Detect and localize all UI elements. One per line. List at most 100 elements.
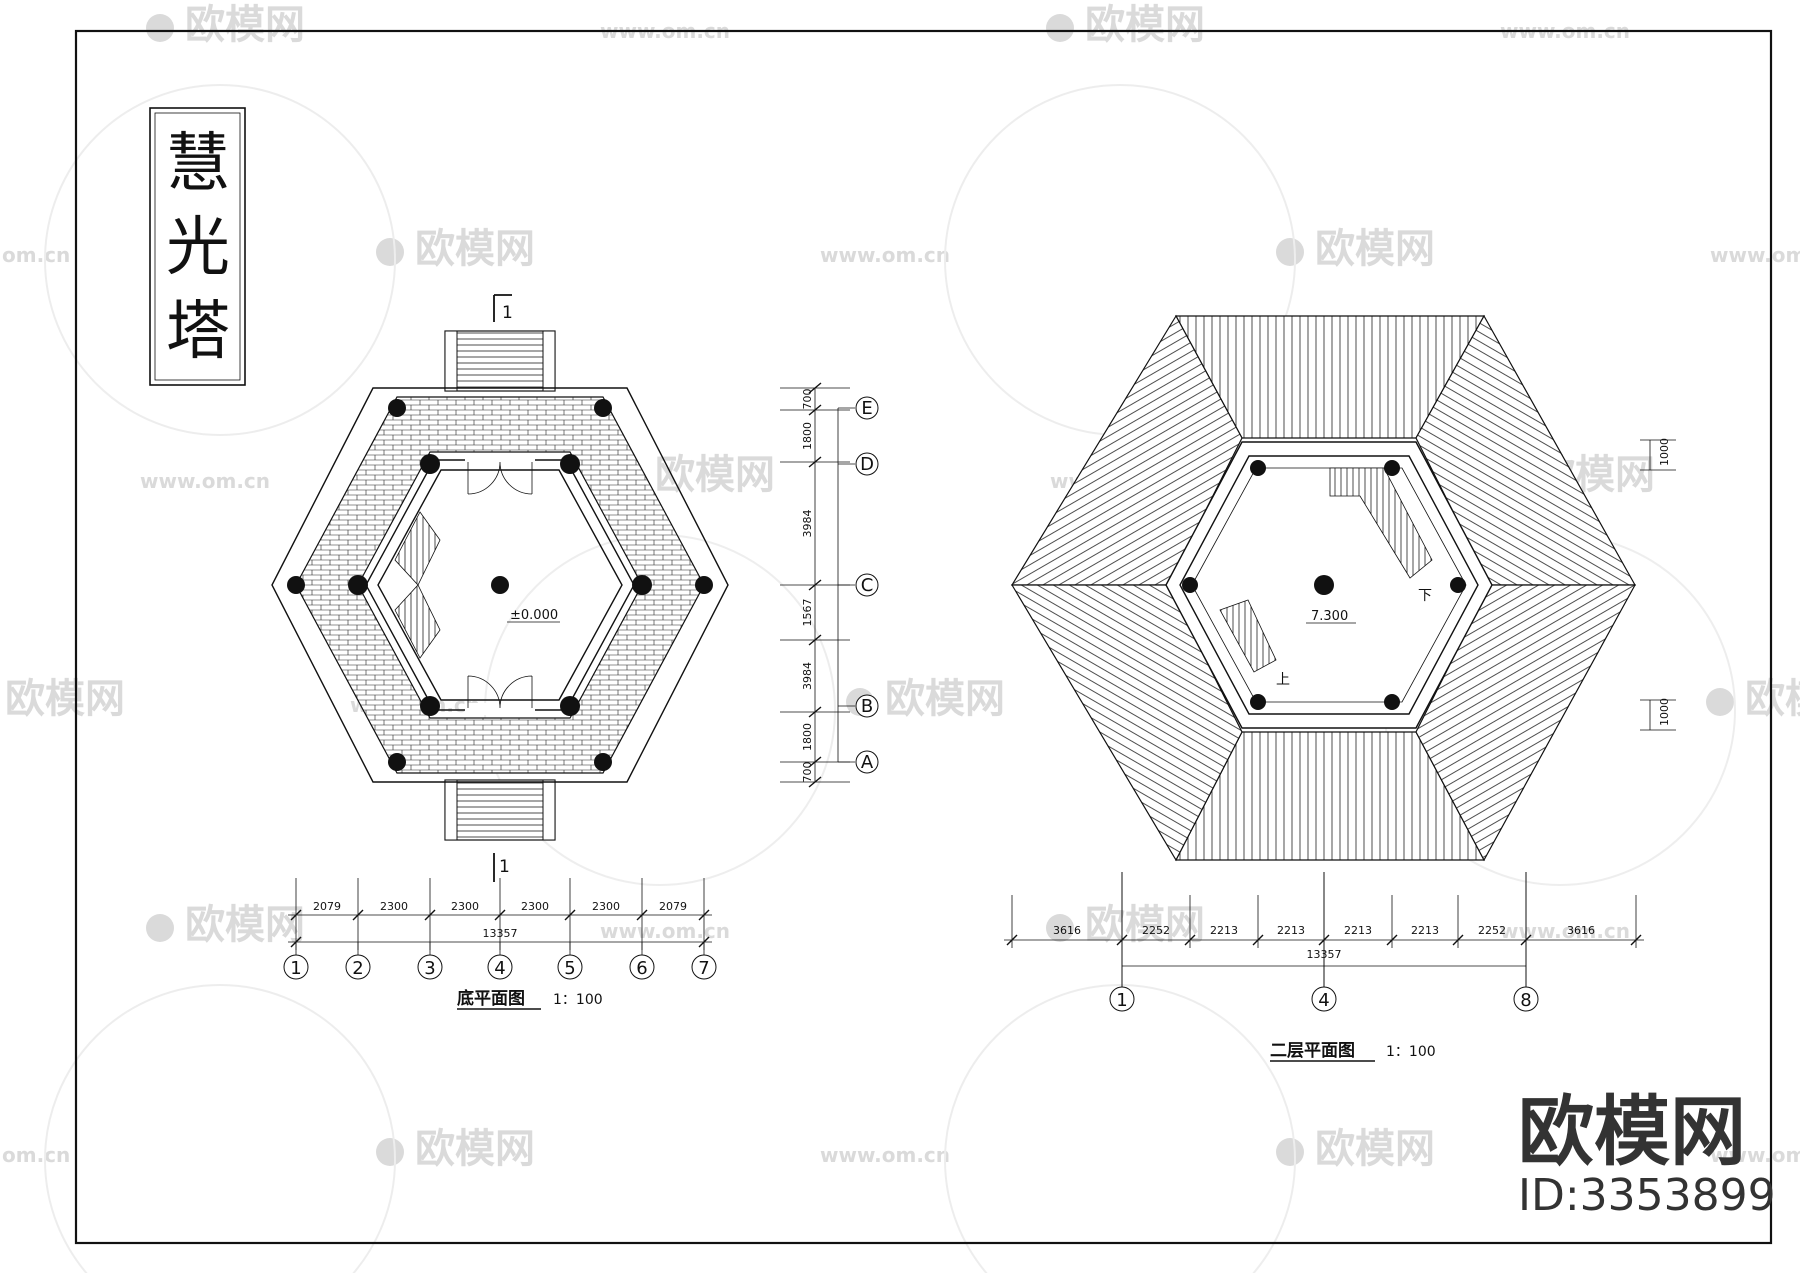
dimension-label: 2300 [451,900,479,913]
interior-stair [394,511,441,659]
svg-text:1: 1 [502,303,513,323]
column [560,454,580,474]
axis-bubble [487,954,513,980]
watermark-logo-icon [1046,914,1074,942]
second-plan-caption: 二层平面图 [1270,1041,1355,1061]
dimension-label: 700 [801,762,814,783]
axis-bubble [1109,986,1135,1012]
dimension-label: 2079 [313,900,341,913]
column [594,753,612,771]
column-grid [287,399,713,771]
axis-label: B [861,696,873,717]
axis-label: 1 [1116,990,1127,1011]
axis-bubble [1311,986,1337,1012]
watermark-url: www.om.cn [1500,919,1630,943]
watermark-logo-icon [1276,1138,1304,1166]
watermark-url: www.om.cn [600,919,730,943]
dimension-label: 700 [801,389,814,410]
watermark-logo-icon [1046,14,1074,42]
axis-label: 3 [424,958,435,979]
axis-bubble [855,396,879,420]
column [420,454,440,474]
watermark-brand: 欧模网 [185,2,305,48]
dimension-label: 2213 [1344,924,1372,937]
axis-bubble [557,954,583,980]
svg-text:上: 上 [1276,672,1290,688]
section-mark-top: 1 [493,294,513,323]
axis-label: 2 [352,958,363,979]
axis-bubble [691,954,717,980]
watermark-ring [44,84,396,436]
axis-bubble [855,573,879,597]
watermark-brand: 欧模网 [5,676,125,722]
column [1250,460,1266,476]
watermark-logo-icon [376,1138,404,1166]
watermark-brand: 欧模网 [1745,676,1800,722]
column [1384,460,1400,476]
axis-bubble [855,750,879,774]
axis-label: A [861,752,874,773]
watermark-logo-icon [1706,688,1734,716]
watermark-ring [44,984,396,1273]
axis-label: 8 [1520,990,1531,1011]
column [420,696,440,716]
watermark-logo-icon [146,14,174,42]
dimension-label: 2300 [592,900,620,913]
dimension-label: 2213 [1210,924,1238,937]
roof-plan [1010,314,1637,862]
axis-label: 7 [698,958,709,979]
axis-bubble [629,954,655,980]
axis-label: C [861,575,874,596]
watermark-brand: 欧模网 [1315,226,1435,272]
axis-bubble [417,954,443,980]
brand-stamp: 欧模网 ID:3353899 [1518,1087,1776,1221]
ground-elevation: ±0.000 [510,608,558,623]
svg-text:下: 下 [1418,588,1432,604]
door-south [465,675,535,715]
title-box: 慧光塔 [149,107,246,386]
watermark-url: www.om.cn [140,469,270,493]
section-mark-bottom: 1 [493,853,510,882]
axis-bubble [1513,986,1539,1012]
watermark-ring [944,984,1296,1273]
column [1250,694,1266,710]
axis-bubble [345,954,371,980]
axis-bubble [855,694,879,718]
watermark-brand: 欧模网 [185,902,305,948]
axis-label: 4 [1318,990,1329,1011]
column [1450,577,1466,593]
watermark-logo-icon [1276,238,1304,266]
axis-label: 1 [290,958,301,979]
axis-label: 4 [494,958,505,979]
column [560,696,580,716]
dimension-label: 3616 [1567,924,1595,937]
watermark-url: om.cn [2,243,70,267]
column [632,575,652,595]
watermark-brand: 欧模网 [655,452,775,498]
watermark-logo-icon [376,238,404,266]
axis-label: 5 [564,958,575,979]
svg-text:1000: 1000 [1658,698,1671,726]
dimension-label: 3616 [1053,924,1081,937]
watermark-brand: 欧模网 [415,226,535,272]
brand-logo-text: 欧模网 [1518,1087,1746,1176]
door-north [465,455,535,495]
side-dimension-marks: 1000 1000 [1640,438,1676,731]
model-id: ID:3353899 [1518,1170,1776,1221]
title-char: 光 [166,211,230,285]
dimension-label: 3984 [801,662,814,690]
ground-plan-scale: 1：100 [553,992,603,1008]
watermark-brand: 欧模网 [885,676,1005,722]
dimension-label: 1567 [801,599,814,627]
axis-label: 6 [636,958,647,979]
title-char: 塔 [166,295,230,369]
axis-bubble [283,954,309,980]
axis-bubble [855,452,879,476]
upper-elevation: 7.300 [1311,609,1348,624]
watermark-url: www.om.cn [820,1143,950,1167]
base-platform [271,387,729,783]
